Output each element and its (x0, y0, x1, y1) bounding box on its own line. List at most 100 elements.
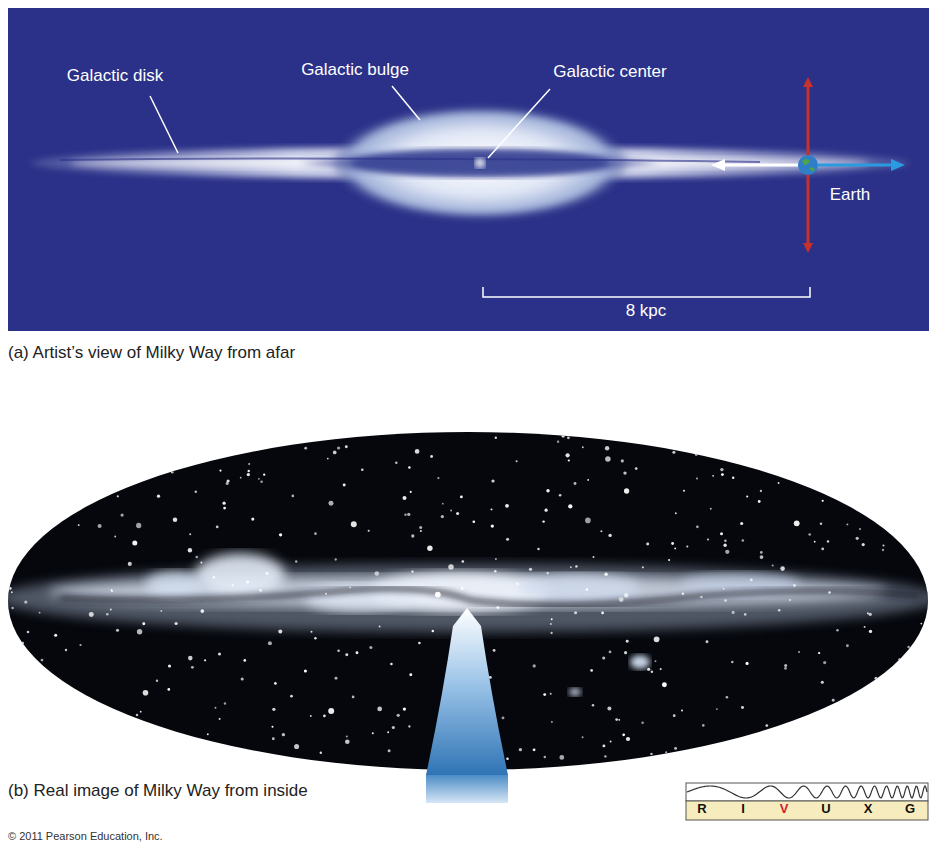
star-dot (462, 560, 465, 563)
star-dot (550, 693, 552, 695)
star-dot (740, 522, 743, 525)
star-dot (87, 738, 89, 740)
star-dot (117, 495, 119, 497)
star-dot (605, 456, 611, 462)
star-dot (40, 740, 42, 742)
star-dot (551, 618, 553, 620)
star-dot (674, 747, 677, 750)
star-dot (784, 664, 787, 667)
star-dot (258, 478, 260, 480)
star-dot (706, 640, 709, 643)
star-dot (356, 651, 359, 654)
star-dot (591, 669, 593, 671)
star-dot (908, 697, 910, 699)
star-dot (224, 702, 226, 704)
star-dot (372, 732, 374, 734)
star-dot (52, 485, 57, 490)
star-dot (314, 532, 317, 535)
star-dot (898, 754, 901, 757)
star-dot (48, 765, 51, 768)
star-dot (797, 442, 802, 447)
star-dot (13, 438, 15, 440)
star-dot (651, 670, 653, 672)
star-dot (878, 472, 880, 474)
star-dot (19, 707, 24, 712)
star-dot (673, 714, 676, 717)
star-dot (896, 754, 898, 756)
star-dot (537, 548, 540, 551)
star-dot (388, 749, 391, 752)
star-dot (821, 681, 824, 684)
star-dot (635, 467, 638, 470)
star-dot (897, 710, 901, 714)
star-dot (547, 572, 549, 574)
star-dot (544, 756, 546, 758)
star-dot (167, 688, 170, 691)
star-dot (882, 549, 884, 551)
star-dot (448, 564, 454, 570)
star-dot (411, 570, 413, 572)
leader-line (150, 96, 178, 153)
copyright-note: © 2011 Pearson Education, Inc. (8, 830, 163, 843)
star-dot (328, 708, 334, 714)
star-dot (395, 462, 398, 465)
star-dot (672, 451, 675, 454)
star-dot (911, 434, 913, 436)
part-label: Galactic bulge (301, 60, 409, 80)
star-dot (742, 539, 745, 542)
direction-arrow (818, 164, 898, 167)
star-dot (196, 556, 199, 559)
star-dot (415, 449, 420, 454)
star-dot (624, 651, 627, 654)
star-dot (668, 559, 670, 561)
star-dot (219, 718, 221, 720)
star-dot (346, 735, 348, 737)
star-dot (720, 532, 723, 535)
star-dot (294, 744, 299, 749)
star-dot (78, 524, 80, 526)
star-dot (609, 650, 612, 653)
star-dot (200, 562, 202, 564)
star-dot (726, 696, 729, 699)
star-dot (782, 467, 785, 470)
star-dot (621, 459, 624, 462)
leader-line (488, 89, 550, 158)
star-dot (50, 734, 53, 737)
star-dot (780, 566, 785, 571)
motion-arrow (807, 82, 810, 156)
star-dot (337, 650, 340, 653)
star-dot (916, 733, 918, 735)
part-label: Galactic center (553, 62, 666, 82)
star-dot (506, 757, 509, 760)
star-dot (188, 656, 193, 661)
star-dot (143, 438, 145, 440)
star-dot (320, 752, 322, 754)
star-dot (721, 473, 724, 476)
star-dot (786, 467, 789, 470)
star-dot (74, 469, 77, 472)
star-dot (491, 508, 493, 510)
star-dot (902, 682, 904, 684)
star-dot (137, 629, 142, 634)
star-dot (278, 629, 282, 633)
star-dot (132, 540, 137, 545)
star-dot (529, 568, 532, 571)
star-dot (493, 649, 496, 652)
star-dot (546, 489, 549, 492)
star-dot (819, 475, 824, 480)
star-dot (624, 488, 629, 493)
star-dot (650, 753, 652, 755)
star-dot (93, 718, 95, 720)
star-dot (374, 571, 379, 576)
star-dot (568, 459, 570, 461)
dimension-label: 8 kpc (626, 301, 667, 321)
star-dot (892, 698, 895, 701)
star-dot (619, 597, 624, 602)
star-dot (610, 741, 612, 743)
star-dot (143, 690, 149, 696)
star-dot (720, 468, 723, 471)
star-dot (106, 613, 109, 616)
star-dot (44, 725, 47, 728)
star-dot (760, 551, 763, 554)
